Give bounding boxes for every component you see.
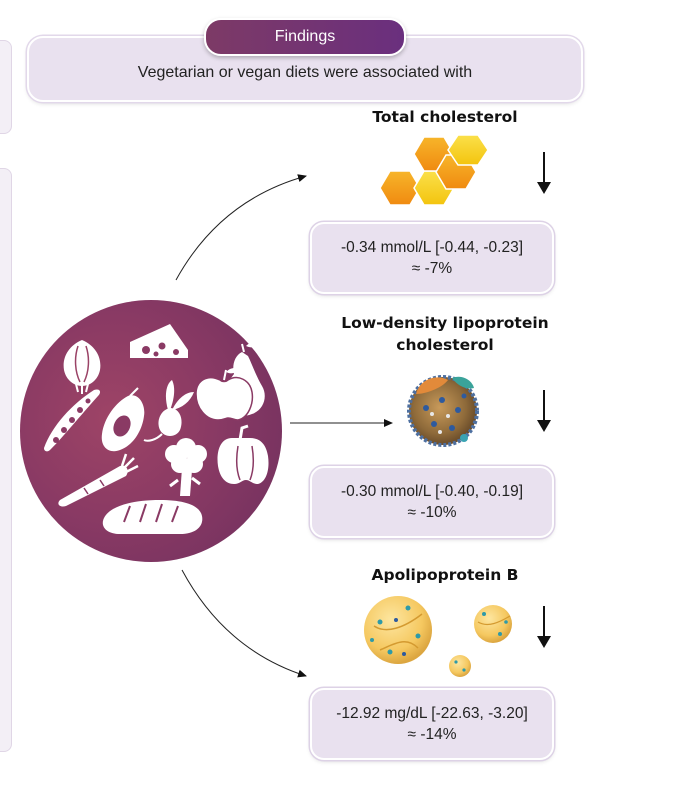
apob-result-box: -12.92 mg/dL [-22.63, -3.20] ≈ -14% <box>310 688 554 760</box>
ldl-title-line1: Low-density lipoprotein <box>341 314 549 332</box>
avocado-icon <box>101 387 145 452</box>
plant-food-icons <box>44 324 269 534</box>
arrow-down-icon <box>537 390 551 432</box>
arrow-to-total-cholesterol <box>175 174 307 281</box>
arrow-to-apob <box>181 569 307 678</box>
broccoli-icon <box>165 438 207 496</box>
arrow-down-icon <box>537 152 551 194</box>
findings-pill: Findings <box>204 18 406 56</box>
ldl-title-line2: cholesterol <box>396 336 494 354</box>
carrot-icon <box>58 453 139 507</box>
arrow-down-icon <box>537 606 551 648</box>
ldl-particle-icon <box>407 375 479 447</box>
apob-percent: ≈ -14% <box>407 726 457 743</box>
total-cholesterol-effect: -0.34 mmol/L [-0.44, -0.23] <box>340 239 524 256</box>
cheese-icon <box>130 324 188 358</box>
findings-pill-label: Findings <box>274 28 336 45</box>
bread-icon <box>102 500 203 534</box>
apple-icon <box>195 368 254 421</box>
beet-icon <box>143 380 194 442</box>
findings-intro: Vegetarian or vegan diets were associate… <box>137 64 473 81</box>
pepper-icon <box>217 424 269 484</box>
ldl-effect: -0.30 mmol/L [-0.40, -0.19] <box>340 483 524 500</box>
total-cholesterol-title: Total cholesterol <box>372 108 518 126</box>
ldl-percent: ≈ -10% <box>407 504 457 521</box>
onion-icon <box>63 328 101 394</box>
peapod-icon <box>44 389 101 452</box>
total-cholesterol-result-box: -0.34 mmol/L [-0.44, -0.23] ≈ -7% <box>310 222 554 294</box>
total-cholesterol-percent: ≈ -7% <box>411 260 453 277</box>
apob-particle-icon <box>364 596 512 677</box>
cholesterol-molecule-icon <box>379 134 489 206</box>
left-panel-edge-top <box>0 40 12 134</box>
ldl-result-box: -0.30 mmol/L [-0.40, -0.19] ≈ -10% <box>310 466 554 538</box>
ldl-cholesterol-title: Low-density lipoprotein cholesterol <box>330 312 560 356</box>
apob-title: Apolipoprotein B <box>371 566 519 584</box>
apob-effect: -12.92 mg/dL [-22.63, -3.20] <box>336 705 528 722</box>
left-panel-edge-main <box>0 168 12 752</box>
